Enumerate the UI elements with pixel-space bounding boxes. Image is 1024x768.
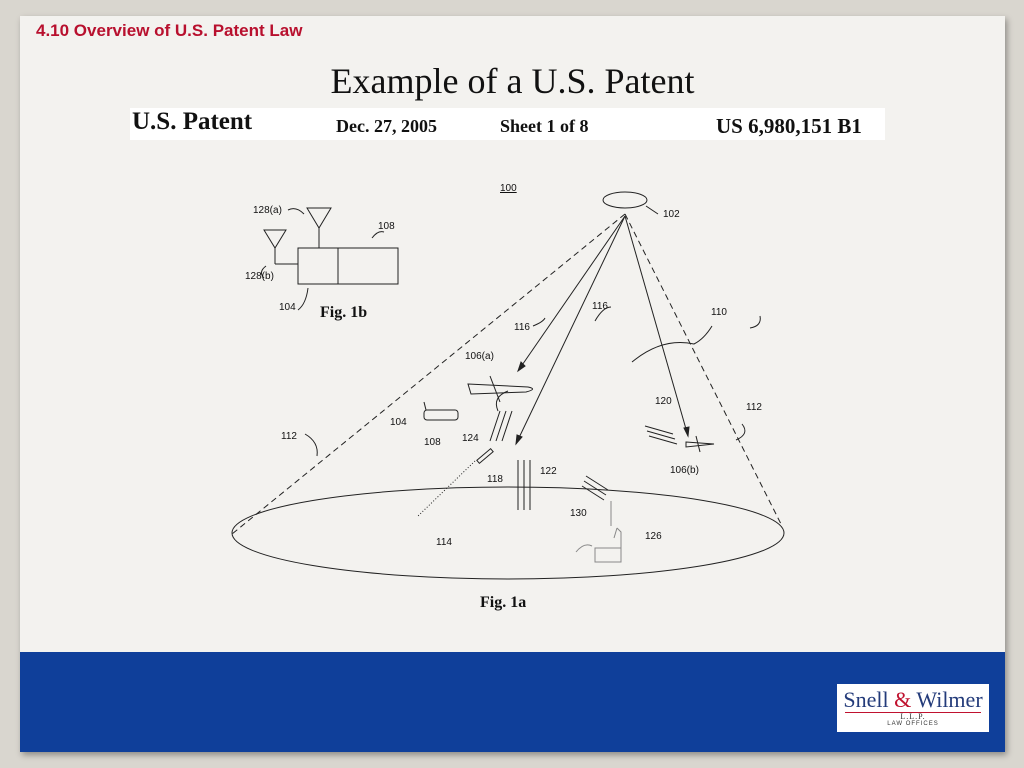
logo-llp: L.L.P. bbox=[900, 712, 926, 721]
footer-band: Snell & Wilmer L.L.P. LAW OFFICES bbox=[20, 652, 1005, 752]
beam-to-aircraft-a bbox=[517, 215, 626, 372]
leader-104 bbox=[297, 287, 309, 311]
aircraft-b-wing bbox=[695, 435, 701, 453]
leader-110 bbox=[749, 315, 761, 329]
ref-label: 124 bbox=[462, 433, 479, 444]
ref-label: 112 bbox=[746, 402, 762, 413]
leader-116a bbox=[532, 317, 546, 327]
antenna-128a-icon bbox=[306, 207, 332, 229]
ref-label: 108 bbox=[424, 437, 441, 448]
vehicle-antenna bbox=[423, 401, 427, 411]
ref-label: 120 bbox=[655, 396, 672, 407]
leader-116b bbox=[594, 306, 612, 322]
logo-ampersand: & bbox=[894, 687, 912, 712]
section-title: 4.10 Overview of U.S. Patent Law bbox=[36, 21, 303, 40]
ground-station-icon bbox=[594, 547, 622, 563]
coverage-line-left bbox=[231, 213, 626, 535]
leader-108 bbox=[371, 231, 385, 239]
arrowhead-icon bbox=[683, 426, 690, 438]
logo-offices: LAW OFFICES bbox=[887, 721, 939, 727]
patent-drawing: 100 102 116 116 110 106(a) 120 112 104 1… bbox=[231, 183, 785, 611]
slide: 4.10 Overview of U.S. Patent Law Example… bbox=[20, 16, 1005, 752]
patent-figure: 100 102 116 116 110 106(a) 120 112 104 1… bbox=[20, 16, 1005, 656]
leader-106a bbox=[495, 390, 509, 412]
aircraft-a-icon bbox=[467, 383, 533, 395]
ref-label: 104 bbox=[279, 302, 296, 313]
logo-divider bbox=[845, 712, 981, 713]
logo-name-part2: Wilmer bbox=[916, 687, 983, 712]
ref-label: 116 bbox=[514, 322, 530, 333]
ref-label: 128(a) bbox=[253, 205, 282, 216]
patent-header-sheet: Sheet 1 of 8 bbox=[500, 116, 589, 136]
ref-label: 122 bbox=[540, 466, 557, 477]
fig1b-box bbox=[297, 247, 399, 285]
beam-to-aircraft-b bbox=[624, 215, 689, 437]
dotted-link bbox=[417, 460, 476, 517]
leader-112a bbox=[304, 433, 318, 457]
aircraft-b-icon bbox=[685, 441, 715, 448]
leader-128b bbox=[260, 265, 267, 279]
ref-label: 114 bbox=[436, 537, 452, 548]
region-110-curve bbox=[631, 325, 713, 363]
fig-1b-caption: Fig. 1b bbox=[320, 304, 367, 321]
page-title: Example of a U.S. Patent bbox=[330, 61, 695, 101]
antenna-128b-icon bbox=[263, 229, 287, 249]
satellite-icon bbox=[602, 191, 648, 209]
fig-1a-caption: Fig. 1a bbox=[480, 594, 526, 611]
dish-icon bbox=[575, 544, 593, 553]
signal-130-icon bbox=[581, 475, 609, 501]
arrowhead-icon bbox=[517, 361, 526, 373]
firm-logo: Snell & Wilmer L.L.P. LAW OFFICES bbox=[837, 684, 989, 732]
patent-header: U.S. Patent Dec. 27, 2005 Sheet 1 of 8 U… bbox=[130, 108, 885, 140]
ground-area-ellipse bbox=[231, 486, 785, 580]
logo-name-part1: Snell bbox=[843, 687, 889, 712]
coverage-line-right bbox=[624, 213, 783, 527]
patent-header-date: Dec. 27, 2005 bbox=[336, 116, 437, 136]
ref-label: 102 bbox=[663, 209, 680, 220]
vehicle-icon bbox=[423, 409, 459, 421]
beam-to-ground bbox=[515, 215, 626, 445]
leader-128a bbox=[287, 208, 305, 215]
ref-label: 128(b) bbox=[245, 271, 274, 282]
leader-102 bbox=[645, 205, 659, 215]
arrowhead-icon bbox=[515, 434, 523, 446]
ref-label: 106(b) bbox=[670, 465, 699, 476]
ref-label: 110 bbox=[711, 307, 727, 318]
signal-120-icon bbox=[644, 425, 678, 445]
signal-124-icon bbox=[489, 410, 513, 442]
ref-label: 100 bbox=[500, 183, 517, 194]
ref-label: 106(a) bbox=[465, 351, 494, 362]
ground-station-tower bbox=[613, 527, 622, 548]
ref-label: 108 bbox=[378, 221, 395, 232]
signal-122-icon bbox=[517, 460, 531, 510]
ref-label: 130 bbox=[570, 508, 587, 519]
patent-header-number: US 6,980,151 B1 bbox=[716, 114, 862, 138]
ref-label: 116 bbox=[592, 301, 608, 312]
device-118-icon bbox=[476, 447, 494, 465]
patent-header-title: U.S. Patent bbox=[132, 108, 253, 135]
ref-label: 118 bbox=[487, 474, 503, 485]
logo-name: Snell & Wilmer bbox=[837, 687, 989, 713]
ref-label: 126 bbox=[645, 531, 662, 542]
leader-112b bbox=[735, 423, 746, 441]
ref-label: 112 bbox=[281, 431, 297, 442]
ref-label: 104 bbox=[390, 417, 407, 428]
